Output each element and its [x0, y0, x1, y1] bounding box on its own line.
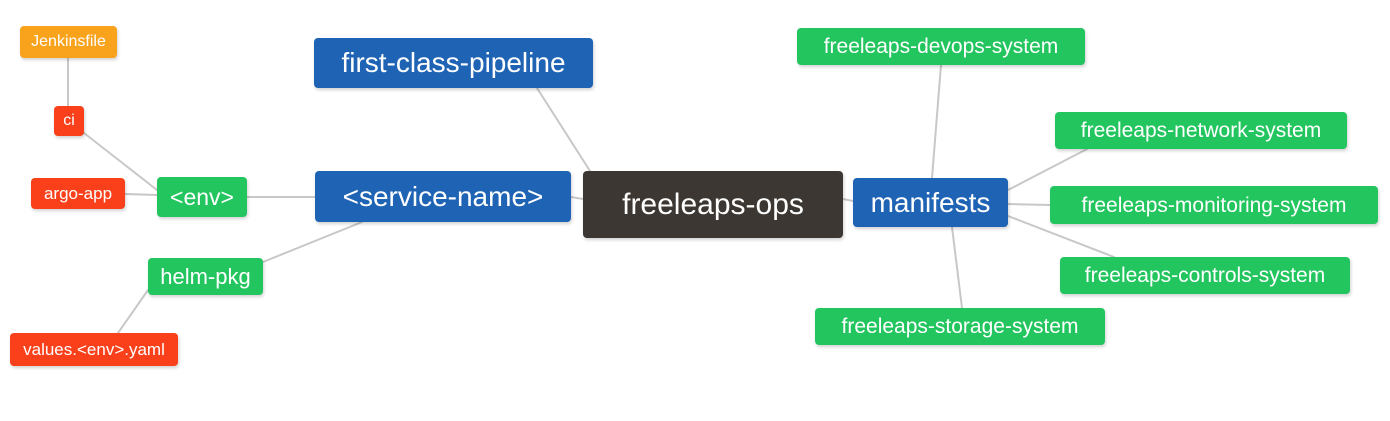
- mindmap-edge: [570, 196, 584, 200]
- mindmap-node-label: freeleaps-controls-system: [1084, 264, 1326, 287]
- mindmap-node-label: <env>: [170, 183, 234, 210]
- mindmap-edge: [931, 64, 942, 179]
- mindmap-edge: [951, 226, 963, 309]
- mindmap-node-env[interactable]: <env>: [157, 177, 247, 217]
- mindmap-node-freeleaps-storage-system[interactable]: freeleaps-storage-system: [815, 308, 1105, 345]
- mindmap-node-label: freeleaps-network-system: [1080, 119, 1322, 142]
- mindmap-node-values-env-yaml[interactable]: values.<env>.yaml: [10, 333, 178, 366]
- mindmap-node-freeleaps-network-system[interactable]: freeleaps-network-system: [1055, 112, 1347, 149]
- mindmap-node-label: first-class-pipeline: [341, 47, 566, 78]
- mindmap-node-freeleaps-ops[interactable]: freeleaps-ops: [583, 171, 843, 238]
- mindmap-node-label: argo-app: [43, 184, 113, 203]
- mindmap-edge: [117, 289, 149, 334]
- mindmap-node-helm-pkg[interactable]: helm-pkg: [148, 258, 263, 295]
- mindmap-node-freeleaps-devops-system[interactable]: freeleaps-devops-system: [797, 28, 1085, 65]
- mindmap-node-freeleaps-monitoring-system[interactable]: freeleaps-monitoring-system: [1050, 186, 1378, 224]
- mindmap-node-label: freeleaps-ops: [622, 187, 804, 221]
- mindmap-node-label: freeleaps-monitoring-system: [1081, 193, 1347, 217]
- mindmap-node-jenkinsfile[interactable]: Jenkinsfile: [20, 26, 117, 58]
- mindmap-node-label: manifests: [870, 186, 991, 218]
- mindmap-edge: [536, 87, 591, 172]
- mindmap-node-label: helm-pkg: [160, 263, 251, 289]
- mindmap-node-service-name[interactable]: <service-name>: [315, 171, 571, 222]
- mindmap-node-freeleaps-controls-system[interactable]: freeleaps-controls-system: [1060, 257, 1350, 294]
- mindmap-edge: [262, 221, 363, 263]
- mindmap-node-label: Jenkinsfile: [31, 33, 106, 50]
- mindmap-edge: [1007, 148, 1088, 191]
- mindmap-node-label: <service-name>: [342, 180, 544, 212]
- mindmap-edge: [124, 193, 158, 196]
- mindmap-edge: [842, 198, 854, 202]
- mindmap-node-label: values.<env>.yaml: [23, 340, 165, 359]
- mindmap-edge: [1007, 203, 1051, 206]
- mindmap-node-label: freeleaps-storage-system: [841, 315, 1079, 338]
- mindmap-node-label: freeleaps-devops-system: [823, 35, 1059, 58]
- mindmap-node-label: ci: [63, 112, 75, 129]
- mindmap-node-ci[interactable]: ci: [54, 106, 84, 136]
- mindmap-node-first-class-pipeline[interactable]: first-class-pipeline: [314, 38, 593, 88]
- mindmap-node-manifests[interactable]: manifests: [853, 178, 1008, 227]
- mindmap-node-argo-app[interactable]: argo-app: [31, 178, 125, 209]
